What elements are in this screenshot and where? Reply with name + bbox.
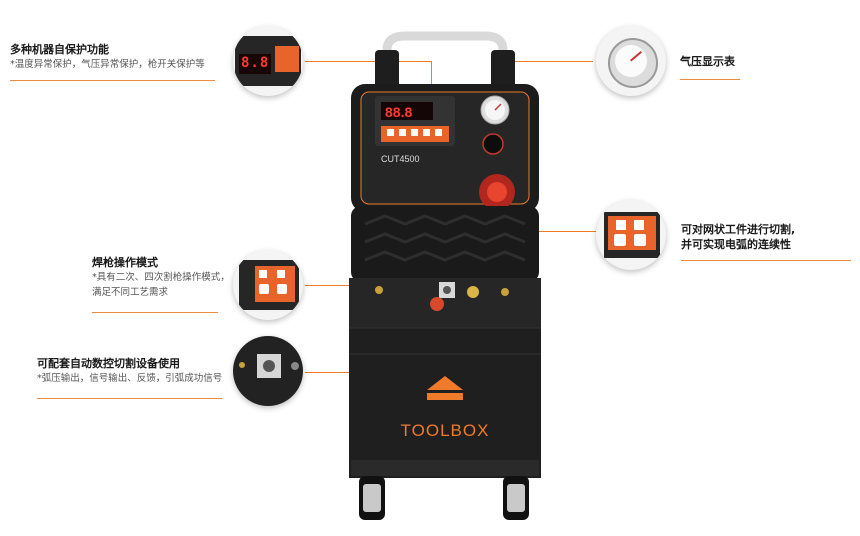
feature-title: 可对网状工件进行切割, <box>681 223 796 236</box>
feature-divider <box>10 80 215 81</box>
zoom-bubble-cnc-socket <box>233 336 303 406</box>
gas-terminal <box>467 286 479 298</box>
carry-handle <box>382 31 508 90</box>
feature-title-line2: 并可实现电弧的连续性 <box>681 238 791 251</box>
feature-desc: *温度异常保护，气压异常保护，枪开关保护等 <box>10 59 205 70</box>
zoom-bubble-display: 8.8 <box>233 26 303 96</box>
leader-line <box>503 61 593 62</box>
feature-desc: *弧压输出，信号输出、反馈，引弧成功信号 <box>37 373 223 384</box>
feature-divider <box>37 398 222 399</box>
feature-self-protect: 多种机器自保护功能 *温度异常保护，气压异常保护，枪开关保护等 <box>10 42 215 81</box>
feature-torch-mode: 焊枪操作模式 *具有二次、四次割枪操作模式， 满足不同工艺需求 <box>92 255 230 313</box>
brand-logo-text: TOOLBOX <box>401 421 490 440</box>
zoom-bubble-gauge <box>596 26 666 96</box>
plasma-cutter-machine: 88.8 CUT4500 TOOLBOX <box>349 31 541 520</box>
output-terminal <box>375 286 383 294</box>
zoom-bubble-mesh-cutting <box>596 200 666 270</box>
base-frame <box>351 460 539 476</box>
feature-desc: *具有二次、四次割枪操作模式， <box>92 272 230 283</box>
feature-title: 可配套自动数控切割设备使用 <box>37 357 180 370</box>
feature-divider <box>92 312 218 313</box>
feature-title: 多种机器自保护功能 <box>10 43 109 56</box>
zoom-display-readout: 8.8 <box>241 55 270 71</box>
feature-desc: 满足不同工艺需求 <box>92 287 169 298</box>
current-knob <box>482 133 504 155</box>
zoom-bubble-torch-mode <box>233 250 303 320</box>
feature-cnc: 可配套自动数控切割设备使用 *弧压输出，信号输出、反馈，引弧成功信号 <box>37 356 222 399</box>
leader-line <box>431 61 432 101</box>
feature-gauge: 气压显示表 <box>680 54 740 80</box>
red-connector <box>430 297 444 311</box>
feature-title: 气压显示表 <box>680 55 735 68</box>
air-vent <box>351 206 539 282</box>
ground-terminal <box>501 288 509 296</box>
model-label: CUT4500 <box>381 154 420 164</box>
feature-divider <box>680 79 740 80</box>
main-display-readout: 88.8 <box>385 104 412 120</box>
feature-title: 焊枪操作模式 <box>92 256 158 269</box>
brand-triangle-icon <box>427 376 463 390</box>
leader-line <box>305 61 432 62</box>
feature-mesh-cutting: 可对网状工件进行切割, 并可实现电弧的连续性 <box>681 222 851 261</box>
feature-divider <box>681 260 851 261</box>
